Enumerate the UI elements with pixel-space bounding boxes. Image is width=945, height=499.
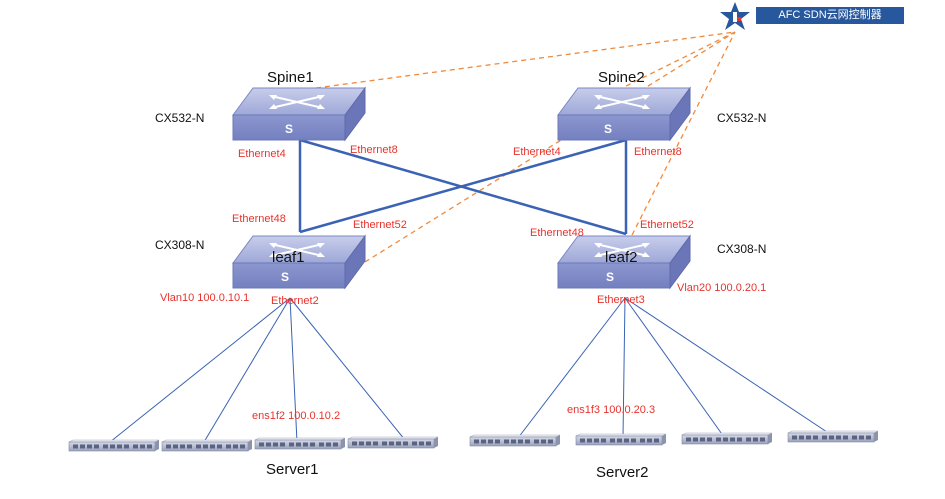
spine1-name: Spine1: [267, 69, 314, 86]
port-label-spine1-eth4: Ethernet4: [238, 148, 286, 160]
leaf1-model: CX308-N: [155, 238, 204, 252]
server2-group: [469, 430, 879, 447]
management-links: [315, 31, 736, 263]
leaf2-vlan-label: Vlan20 100.0.20.1: [677, 282, 766, 294]
spine1-s-letter: S: [285, 122, 293, 136]
leaf2-model: CX308-N: [717, 242, 766, 256]
spine1-switch[interactable]: S: [232, 87, 366, 141]
port-label-spine2-eth8: Ethernet8: [634, 146, 682, 158]
server1-unit-2[interactable]: [161, 439, 253, 452]
port-label-leaf1-eth48: Ethernet48: [232, 213, 286, 225]
mgmt-link-spine1: [315, 31, 736, 89]
port-label-leaf1-eth52: Ethernet52: [353, 219, 407, 231]
server2-nic-label: ens1f3 100.0.20.3: [567, 404, 655, 416]
spine2-model: CX532-N: [717, 111, 766, 125]
afc-controller-logo: [720, 2, 750, 30]
downlink-leaf1-server-b: [203, 297, 291, 443]
server1-unit-3[interactable]: [254, 437, 346, 450]
port-label-leaf2-eth48: Ethernet48: [530, 227, 584, 239]
server2-unit-1[interactable]: [469, 434, 561, 447]
port-label-spine2-eth4: Ethernet4: [513, 146, 561, 158]
leaf2-downlink-port: Ethernet3: [597, 294, 645, 306]
server2-unit-2[interactable]: [575, 433, 667, 446]
spine2-name: Spine2: [598, 69, 645, 86]
downlink-leaf1-server-c: [289, 297, 298, 443]
afc-controller-badge: AFC SDN云网控制器: [756, 7, 904, 24]
server1-unit-1[interactable]: [68, 439, 160, 452]
server2-unit-4[interactable]: [787, 430, 879, 443]
leaf1-name: leaf1: [272, 249, 305, 266]
server1-nic-label: ens1f2 100.0.10.2: [252, 410, 340, 422]
downlink-leaf1-server-d: [289, 297, 406, 441]
leaf2-switch[interactable]: S: [557, 235, 691, 289]
server2-name: Server2: [596, 464, 649, 481]
leaf1-s-letter: S: [281, 270, 289, 284]
leaf1-switch[interactable]: S: [232, 235, 366, 289]
uplink-spine2-leaf1: [299, 138, 627, 234]
downlink-leaf2-server-b: [622, 297, 626, 438]
server2-unit-3[interactable]: [681, 432, 773, 445]
leaf1-downlink-port: Ethernet2: [271, 295, 319, 307]
server1-group: [68, 436, 439, 452]
uplink-links: [298, 138, 628, 236]
leaf2-name: leaf2: [605, 249, 638, 266]
leaf1-vlan-label: Vlan10 100.0.10.1: [160, 292, 249, 304]
port-label-leaf2-eth52: Ethernet52: [640, 219, 694, 231]
mgmt-link-leaf1: [364, 31, 736, 263]
downlink-leaf2-server-c: [624, 297, 725, 438]
spine1-model: CX532-N: [155, 111, 204, 125]
spine2-switch[interactable]: S: [557, 87, 691, 141]
mgmt-link-leaf2: [627, 31, 736, 244]
downlink-links: [109, 297, 831, 443]
downlink-leaf1-server-a: [109, 297, 291, 443]
downlink-leaf2-server-d: [624, 297, 831, 435]
server1-name: Server1: [266, 461, 319, 478]
server1-unit-4[interactable]: [347, 436, 439, 449]
mgmt-link-spine2: [617, 31, 736, 91]
downlink-leaf2-server-a: [517, 297, 626, 439]
port-label-spine1-eth8: Ethernet8: [350, 144, 398, 156]
spine2-s-letter: S: [604, 122, 612, 136]
leaf2-s-letter: S: [606, 270, 614, 284]
